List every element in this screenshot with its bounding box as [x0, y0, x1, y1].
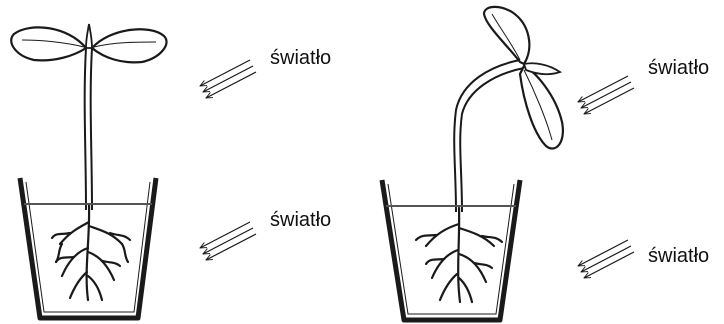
right-pot — [382, 180, 520, 320]
right-bottom-light-label: światło — [648, 245, 709, 267]
left-setup: światło światło — [11, 24, 331, 318]
right-setup: światło światło — [382, 7, 709, 320]
right-roots — [416, 208, 502, 302]
right-leaf-upper — [484, 7, 529, 64]
left-roots — [52, 205, 130, 300]
right-bottom-light-arrows — [578, 240, 634, 278]
left-bottom-light-arrows — [200, 222, 256, 260]
right-leaf-lower — [520, 66, 563, 149]
left-leaf-left — [11, 27, 86, 60]
left-bud — [86, 24, 92, 48]
left-leaf-right — [92, 29, 167, 62]
right-pot-inner — [388, 184, 514, 314]
left-top-light-arrows — [200, 60, 256, 98]
left-top-light-label: światło — [270, 47, 331, 69]
right-top-light-label: światło — [648, 57, 709, 79]
left-stem — [85, 48, 92, 210]
left-bottom-light-label: światło — [270, 209, 331, 231]
right-top-light-arrows — [578, 76, 634, 114]
